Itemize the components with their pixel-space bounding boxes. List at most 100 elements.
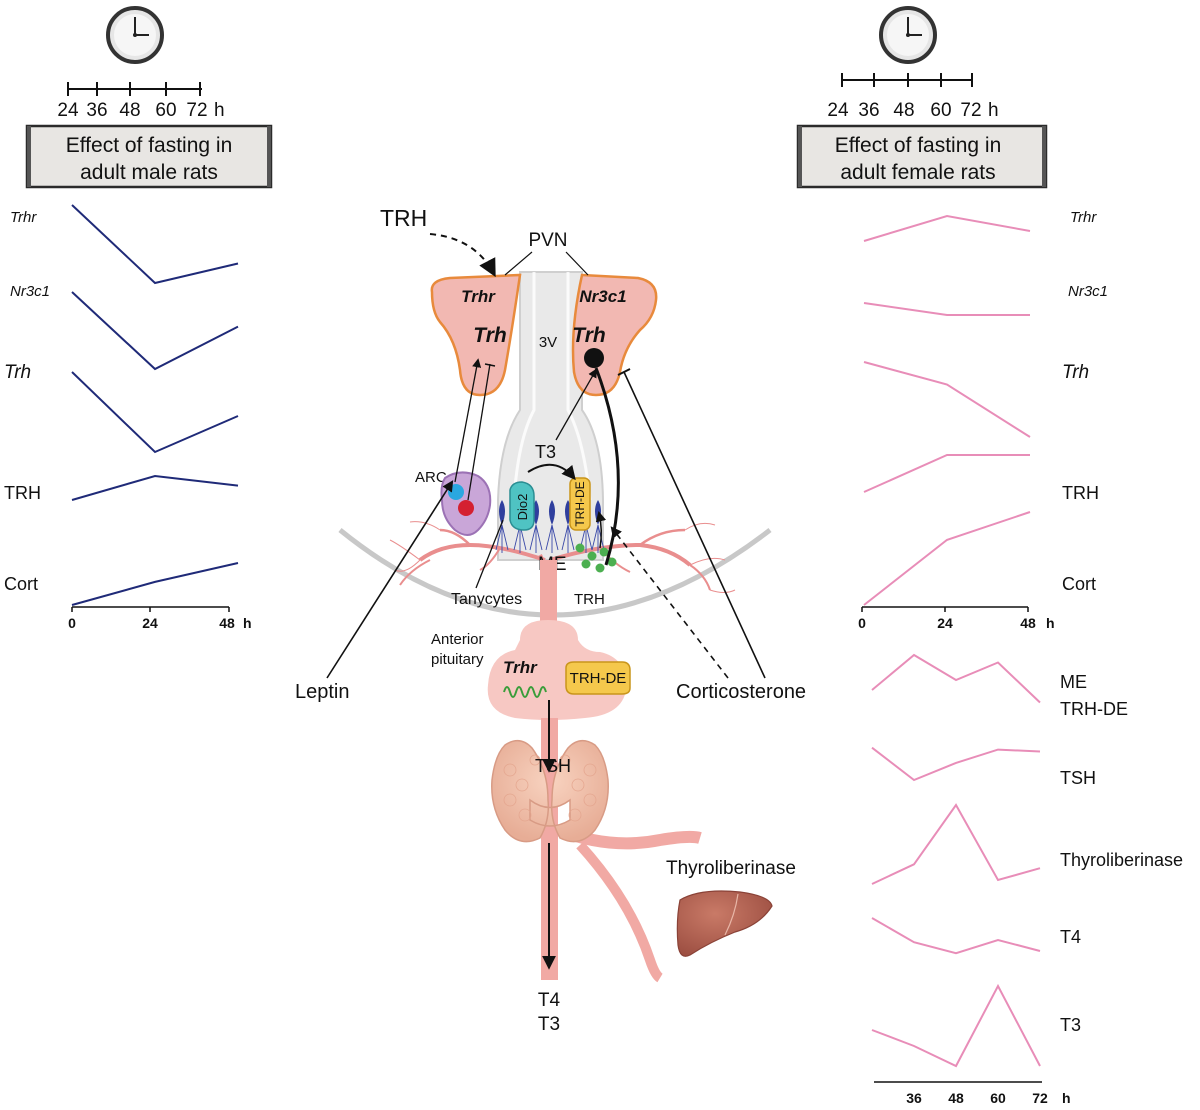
right-title-box: Effect of fasting in adult female rats — [796, 124, 1048, 189]
right-top-trace-trh — [863, 361, 1031, 438]
thyroid-gland — [491, 739, 609, 843]
dio2-enzyme: Dio2 — [509, 481, 535, 531]
pvn-right-label-nr3c1: Nr3c1 — [579, 287, 626, 306]
right-top-x-unit: h — [1046, 615, 1055, 631]
thyroid-texture — [503, 754, 597, 822]
right-bottom-x-tick: 36 — [906, 1090, 922, 1106]
pituitary-trh-de-enzyme: TRH-DE — [565, 661, 631, 695]
right-top-x-axis: 0 24 48 h — [858, 606, 1055, 631]
right-top-x-tick: 24 — [937, 615, 953, 631]
right-bottom-x-tick: 72 — [1032, 1090, 1048, 1106]
right-timeline-tick: 48 — [893, 100, 914, 121]
leptin-label: Leptin — [295, 681, 350, 703]
right-timeline-unit: h — [988, 100, 999, 121]
pvn-left-label-trh: Trh — [473, 324, 506, 347]
right-bottom-x-axis: 36 48 60 72 h — [874, 1081, 1071, 1106]
left-trace-label: Trh — [4, 362, 31, 383]
trh-input-arrow — [429, 233, 496, 278]
left-timeline-unit: h — [214, 100, 225, 121]
right-top-trace-cort — [863, 511, 1031, 606]
me-to-pvn-curved-arrow — [594, 367, 620, 566]
right-title-line1: Effect of fasting in — [835, 134, 1002, 157]
left-timeline-tick: 60 — [155, 100, 176, 121]
arc-label: ARC — [415, 469, 447, 486]
third-ventricle-label: 3V — [539, 334, 557, 351]
right-title-line2: adult female rats — [840, 161, 995, 184]
me-trh-up-arrow — [595, 510, 607, 549]
corticosterone-label: Corticosterone — [676, 681, 806, 703]
t3-label: T3 — [535, 442, 556, 462]
right-bottom-trace-label: ME — [1060, 672, 1087, 692]
right-bottom-x-tick: 60 — [990, 1090, 1006, 1106]
right-timeline-tick: 60 — [930, 100, 951, 121]
leptin-arrow — [326, 480, 454, 679]
arc-to-pvn-arrow — [454, 358, 482, 483]
right-timeline: 24 36 48 60 72 h — [827, 79, 999, 121]
trh-granules — [575, 543, 617, 573]
pvn-label: PVN — [528, 230, 567, 251]
left-trace-nr3c1 — [71, 291, 239, 371]
right-top-trace-label: Trh — [1062, 362, 1089, 383]
left-x-axis: 0 24 48 h — [68, 606, 252, 631]
dio2-label: Dio2 — [515, 494, 530, 521]
left-trace-label: Cort — [4, 574, 38, 594]
trh-release-label: TRH — [574, 591, 605, 608]
right-clock-icon — [879, 6, 937, 64]
right-top-trace-trh — [863, 454, 1030, 493]
left-timeline-tick: 72 — [186, 100, 207, 121]
right-bottom-trace-label: T3 — [1060, 1015, 1081, 1035]
me-capillaries-thin — [389, 521, 736, 593]
corticosterone-dashed-arrow — [610, 526, 729, 679]
right-bottom-trace-2 — [871, 803, 1041, 885]
right-top-trace-label: TRH — [1062, 483, 1099, 503]
right-bottom-trace-label: Thyroliberinase — [1060, 850, 1183, 870]
pituitary-trh-de-label: TRH-DE — [570, 670, 627, 687]
left-trace-cort — [71, 562, 239, 606]
right-bottom-trace-label: TRH-DE — [1060, 699, 1128, 719]
left-x-tick: 48 — [219, 615, 235, 631]
right-bottom-trace-label: T4 — [1060, 927, 1081, 947]
right-top-trace-trhr — [863, 214, 1031, 242]
left-x-tick: 0 — [68, 615, 76, 631]
tanycyte-cell — [495, 500, 509, 553]
thyroliberinase-label: Thyroliberinase — [666, 858, 796, 879]
right-bottom-trace-3 — [871, 917, 1041, 955]
corticosterone-inhibit-line — [623, 371, 766, 679]
right-timeline-tick: 72 — [960, 100, 981, 121]
right-top-trace-label: Trhr — [1070, 209, 1097, 226]
trh-input-label: TRH — [380, 205, 427, 231]
left-x-tick: 24 — [142, 615, 158, 631]
left-trace-label: Trhr — [10, 209, 37, 226]
t3-to-pvn-line — [555, 368, 597, 441]
tanycytes-label: Tanycytes — [451, 591, 522, 608]
tsh-label: TSH — [535, 756, 571, 776]
right-top-x-tick: 0 — [858, 615, 866, 631]
right-top-x-tick: 48 — [1020, 615, 1036, 631]
pvn-left-label-trhr: Trhr — [461, 287, 496, 306]
right-timeline-tick: 24 — [827, 100, 849, 121]
left-title-box: Effect of fasting in adult male rats — [25, 124, 273, 189]
left-trace-trhr — [71, 204, 239, 285]
t4-output-label: T4 — [538, 990, 561, 1011]
me-trh-de-label: TRH-DE — [573, 481, 587, 526]
left-clock-icon — [106, 6, 164, 64]
right-timeline-tick: 36 — [858, 100, 879, 121]
pituitary-trhr-receptor — [503, 686, 547, 698]
me-trh-de-enzyme: TRH-DE — [569, 477, 591, 531]
left-trace-trh — [71, 371, 239, 454]
anterior-pituitary-label1: Anterior — [431, 631, 484, 648]
pvn-neuron-dot — [584, 348, 604, 368]
anterior-pituitary-label2: pituitary — [431, 651, 484, 668]
left-timeline-tick: 24 — [57, 100, 79, 121]
left-timeline: 24 36 48 60 72 h — [57, 82, 225, 121]
pvn-right-label-trh: Trh — [572, 324, 605, 347]
right-top-trace-nr3c1 — [863, 302, 1030, 316]
right-bottom-x-unit: h — [1062, 1090, 1071, 1106]
left-timeline-tick: 36 — [86, 100, 107, 121]
right-bottom-x-tick: 48 — [948, 1090, 964, 1106]
t3-to-trhde-arrow — [527, 463, 576, 481]
